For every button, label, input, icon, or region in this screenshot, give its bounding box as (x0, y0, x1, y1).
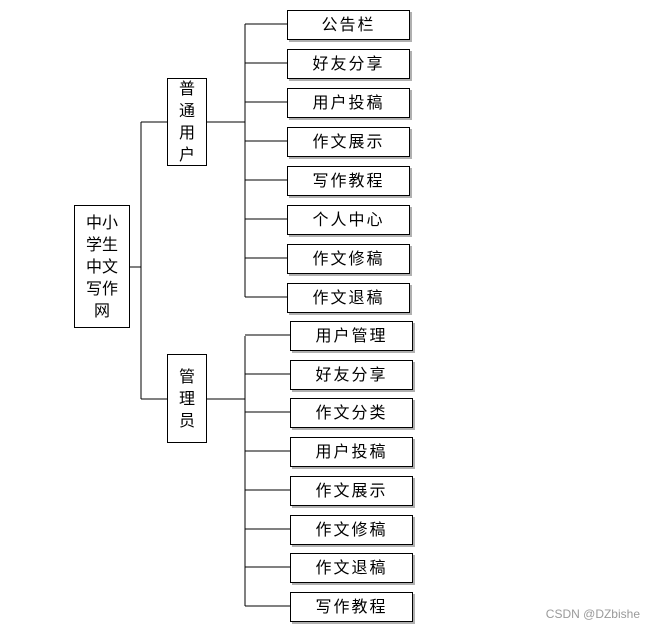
module-node: 公告栏 (287, 10, 410, 40)
branch-label: 管 理 员 (178, 366, 195, 430)
module-node: 作文修稿 (290, 515, 413, 545)
module-label: 好友分享 (312, 54, 385, 73)
module-node: 写作教程 (287, 166, 410, 196)
branch-node-admin: 管 理 员 (167, 354, 207, 443)
module-label: 用户投稿 (312, 93, 385, 112)
module-node: 作文退稿 (287, 283, 410, 313)
module-label: 写作教程 (315, 597, 388, 616)
branch-node-regular-user: 普 通 用 户 (167, 78, 207, 166)
module-label: 作文退稿 (312, 288, 385, 307)
module-node: 用户投稿 (290, 437, 413, 467)
module-node: 用户管理 (290, 321, 413, 351)
module-node: 用户投稿 (287, 88, 410, 118)
module-node: 好友分享 (290, 360, 413, 390)
module-label: 个人中心 (312, 210, 385, 229)
root-node: 中小 学生 中文 写作 网 (74, 205, 130, 328)
module-label: 作文展示 (312, 132, 385, 151)
module-node: 作文退稿 (290, 553, 413, 583)
module-label: 用户管理 (315, 326, 388, 345)
watermark: CSDN @DZbishe (545, 607, 640, 621)
module-label: 写作教程 (312, 171, 385, 190)
root-label: 中小 学生 中文 写作 网 (85, 212, 118, 320)
module-label: 作文展示 (315, 481, 388, 500)
module-node: 好友分享 (287, 49, 410, 79)
module-node: 写作教程 (290, 592, 413, 622)
module-label: 作文分类 (315, 403, 388, 422)
module-label: 用户投稿 (315, 442, 388, 461)
branch-label: 普 通 用 户 (178, 79, 195, 164)
module-label: 作文退稿 (315, 558, 388, 577)
module-node: 作文分类 (290, 398, 413, 428)
module-node: 作文展示 (290, 476, 413, 506)
module-label: 作文修稿 (315, 520, 388, 539)
module-node: 作文展示 (287, 127, 410, 157)
module-node: 作文修稿 (287, 244, 410, 274)
module-node: 个人中心 (287, 205, 410, 235)
module-label: 好友分享 (315, 365, 388, 384)
module-label: 公告栏 (321, 15, 376, 34)
module-label: 作文修稿 (312, 249, 385, 268)
